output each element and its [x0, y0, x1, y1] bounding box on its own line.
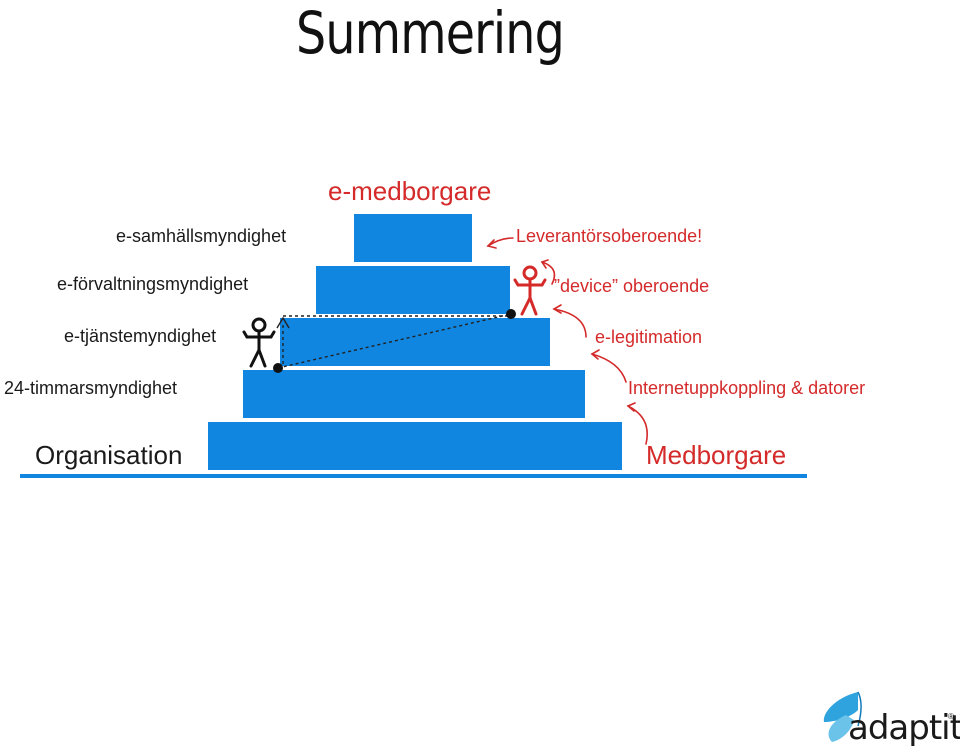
organisation-label: Organisation: [35, 440, 183, 470]
level-label-forvaltningsmyndighet: e-förvaltningsmyndighet: [57, 274, 249, 294]
pyramid-top-label: e-medborgare: [328, 176, 492, 206]
note-internetuppkoppling: Internetuppkoppling & datorer: [628, 378, 866, 398]
level-label-samhallsmyndighet: e-samhällsmyndighet: [116, 226, 287, 246]
pyramid-block-level-4: [316, 266, 510, 314]
registered-mark: ®: [948, 712, 954, 721]
level-label-24-timmarsmyndighet: 24-timmarsmyndighet: [4, 378, 178, 398]
note-e-legitimation: e-legitimation: [595, 327, 703, 347]
level-label-tjanstemyndighet: e-tjänstemyndighet: [64, 326, 217, 346]
arrow-legitimation-icon: [552, 304, 587, 338]
page-title: Summering: [296, 0, 565, 67]
citizen-figure-icon: [513, 265, 547, 316]
arrow-device-icon: [540, 259, 556, 285]
pyramid-block-level-2: [243, 370, 585, 418]
medborgare-label: Medborgare: [646, 440, 787, 470]
arrow-leverantor-icon: [486, 237, 514, 249]
note-device-oberoende: ”device” oberoende: [554, 276, 710, 296]
adaptit-logo: adaptit: [848, 708, 960, 748]
pyramid-block-level-5: [354, 214, 472, 262]
arrow-medborgare-icon: [626, 402, 648, 445]
arrow-internet-icon: [590, 349, 627, 383]
progress-dashed-line: [273, 309, 516, 373]
pyramid-block-level-3: [280, 318, 550, 366]
pyramid-baseline: [20, 474, 807, 478]
butterfly-icon: [823, 691, 862, 742]
organisation-figure-icon: [242, 317, 276, 368]
pyramid-block-level-1: [208, 422, 622, 470]
note-leverantorsoberoende: Leverantörsoberoende!: [516, 226, 703, 246]
